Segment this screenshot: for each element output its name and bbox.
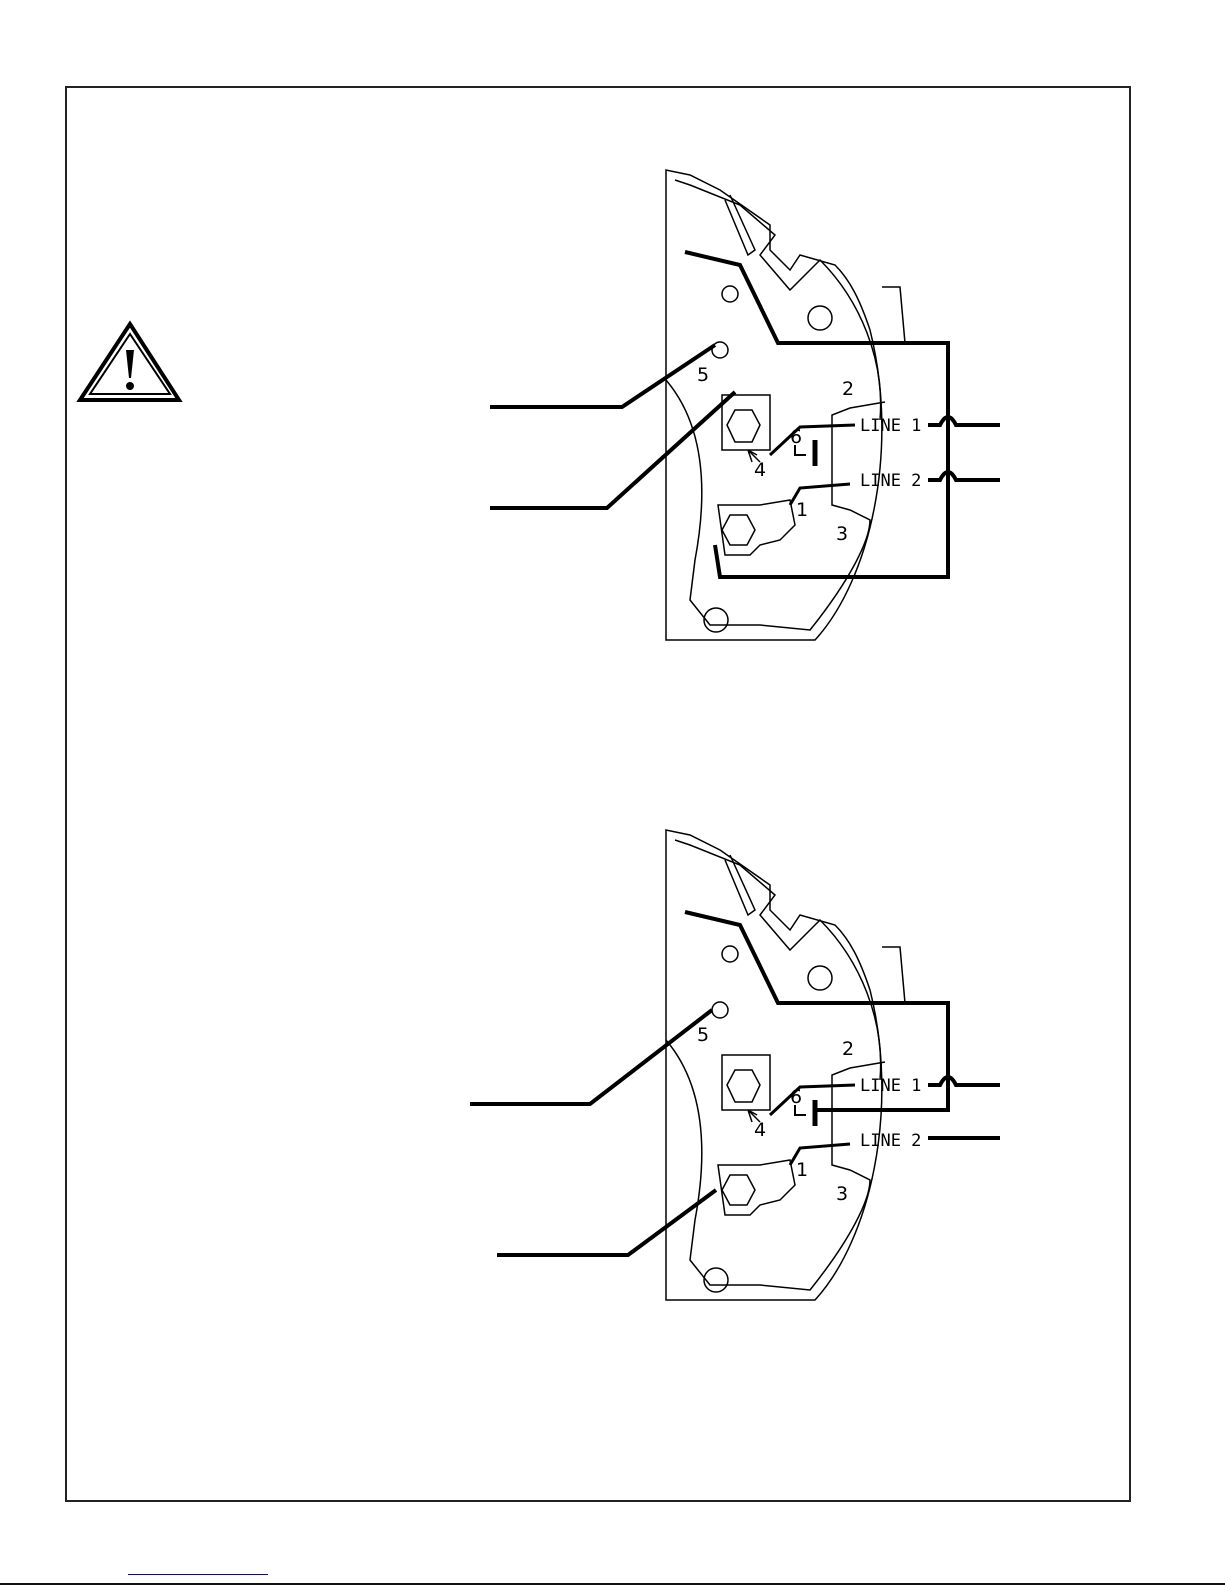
terminal-bracket-4: [721, 394, 771, 451]
terminal-housing-outline: [665, 829, 883, 1301]
housing-channel: [665, 1039, 886, 1291]
page-frame: [65, 86, 1131, 1502]
thermal-lead: [724, 194, 756, 257]
terminal-number-1: 1: [796, 1159, 808, 1181]
housing-inner-edge: [674, 179, 882, 421]
terminal-number-5: 5: [697, 1024, 709, 1046]
line2-label: LINE 2: [860, 471, 921, 491]
terminal-nut-1: [721, 1174, 756, 1206]
line2-lead: [788, 1142, 851, 1166]
screw-icon: [721, 945, 739, 963]
thermal-lead: [724, 854, 756, 917]
terminal-bracket-1: [717, 1159, 796, 1216]
line1-supply-wire: [928, 415, 1000, 427]
screw-icon: [703, 607, 729, 633]
screw-icon: [711, 341, 729, 359]
terminal-number-3: 3: [836, 1183, 848, 1205]
motor-lead-wire: [684, 250, 950, 579]
terminal-number-2: 2: [842, 378, 854, 400]
screw-icon: [721, 285, 739, 303]
terminal-nut-4: [726, 409, 761, 443]
terminal-number-2: 2: [842, 1038, 854, 1060]
wiring-diagram-2: LINE 1 LINE 2 1 2 3 4 5 6: [470, 829, 1000, 1301]
terminal-number-1: 1: [796, 499, 808, 521]
jumper-mark: [794, 1105, 806, 1116]
terminal-bracket-1: [717, 499, 796, 556]
bottom-rule: [0, 1583, 1225, 1585]
screw-icon: [703, 1267, 729, 1293]
terminal-nut-1: [721, 514, 756, 546]
terminal-housing-outline: [665, 169, 883, 641]
terminal-number-4: 4: [754, 1119, 766, 1141]
line1-label: LINE 1: [860, 1076, 921, 1096]
line1-label: LINE 1: [860, 416, 921, 436]
line1-supply-wire: [928, 1075, 1000, 1087]
leader-line: [882, 286, 906, 344]
screw-icon: [807, 965, 833, 991]
terminal-number-6: 6: [790, 426, 802, 448]
screw-icon: [711, 1001, 729, 1019]
lead-wire-1: [497, 1188, 718, 1257]
terminal-nut-4: [726, 1069, 761, 1103]
line2-supply-wire: [928, 470, 1000, 482]
line2-label: LINE 2: [860, 1131, 921, 1151]
housing-inner-edge: [674, 839, 882, 1081]
terminal-bracket-4: [721, 1054, 771, 1111]
terminal-number-5: 5: [697, 364, 709, 386]
lead-wire-5: [490, 343, 717, 409]
pointer-arrow: [747, 1109, 761, 1123]
motor-lead-wire: [684, 910, 950, 1112]
line1-lead: [768, 1083, 856, 1117]
screw-icon: [807, 305, 833, 331]
terminal-number-4: 4: [754, 459, 766, 481]
lead-wire-5: [470, 1008, 714, 1106]
leader-line: [882, 946, 906, 1004]
line2-lead: [788, 482, 851, 506]
terminal-number-3: 3: [836, 523, 848, 545]
lead-wire-4: [490, 390, 737, 510]
jumper-mark: [794, 445, 806, 456]
housing-channel: [665, 379, 886, 631]
wiring-diagram-1: LINE 1 LINE 2 1 2 3 4 5 6: [490, 169, 1000, 641]
terminal-number-6: 6: [790, 1086, 802, 1108]
warning-icon: [76, 320, 183, 402]
pointer-arrow: [747, 449, 761, 463]
line1-lead: [768, 423, 856, 457]
footer-link[interactable]: [128, 1574, 268, 1575]
